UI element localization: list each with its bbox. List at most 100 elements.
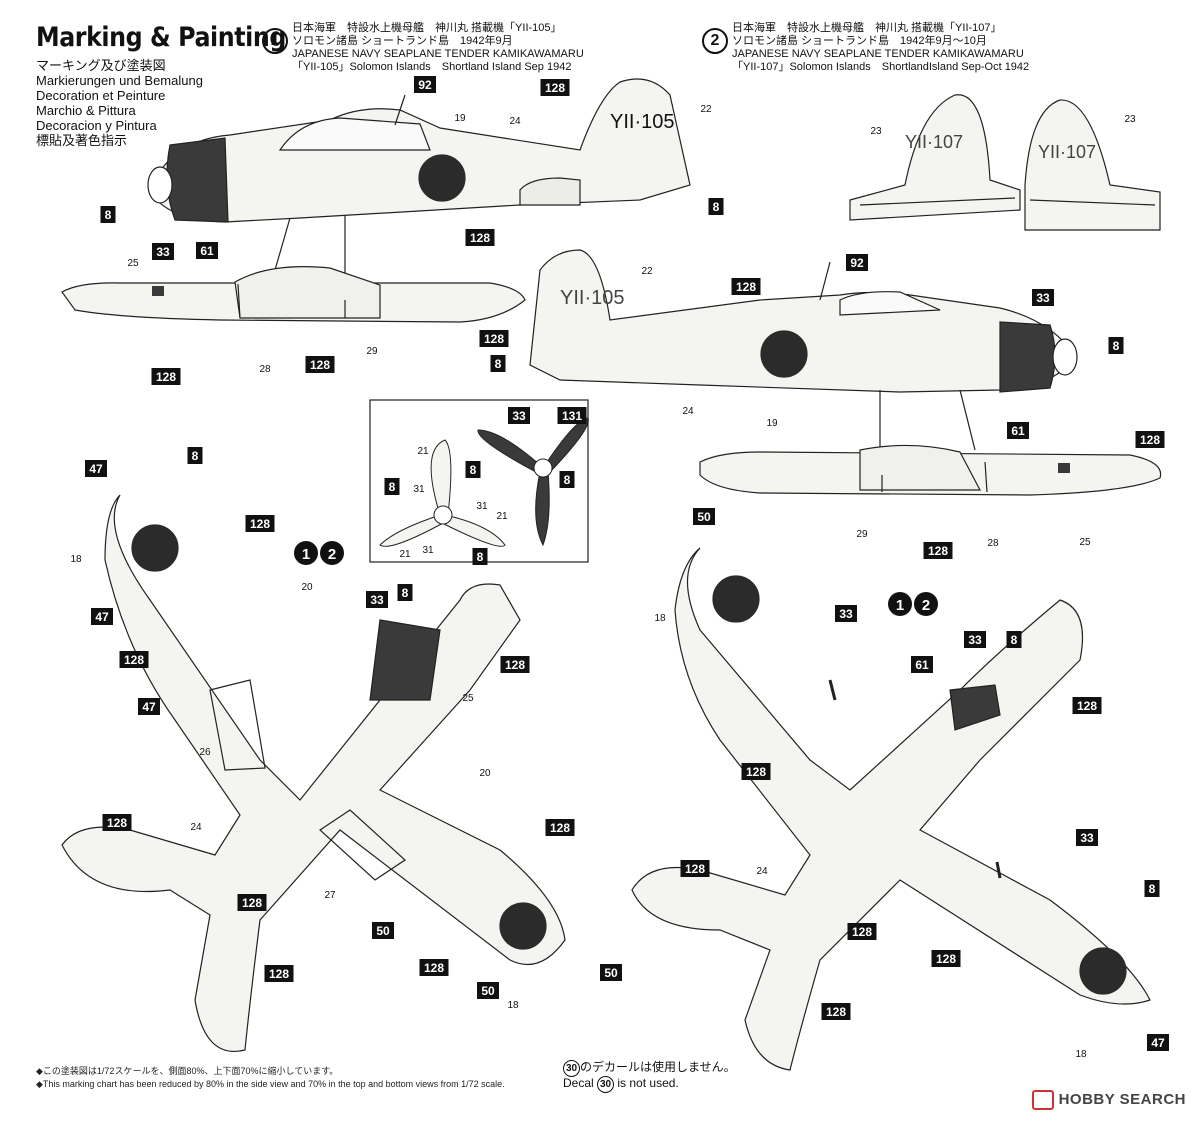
paint-code-box [472,548,488,565]
paint-code-callout-47: 47 [85,460,107,477]
decal-number-label: 28 [259,364,271,375]
paint-code-label: 47 [142,700,156,714]
paint-code-box [835,605,857,622]
hinomaru-side-1 [418,154,466,202]
scheme-1-caption: 日本海軍 特設水上機母艦 神川丸 搭載機「YII-105」 ソロモン諸島 ショー… [292,22,584,74]
decal-number-label: 24 [682,406,694,417]
paint-code-label: 128 [1077,699,1097,713]
decal-number-label: 25 [1079,537,1091,548]
paint-code-callout-33: 33 [366,591,388,608]
decal-number-label: 21 [399,549,411,560]
paint-code-callout-47: 47 [91,608,113,625]
paint-code-label: 128 [746,765,766,779]
paint-code-box [1032,289,1054,306]
decal-number-label: 25 [127,258,139,269]
paint-code-box [1135,431,1165,448]
decal-callout-18: 18 [1075,1049,1087,1060]
paint-code-callout-128: 128 [264,965,294,982]
paint-code-callout-8: 8 [559,471,575,488]
side-view-1: YII·105 [61,78,691,323]
paint-code-box [187,447,203,464]
paint-code-label: 8 [192,449,199,463]
paint-code-callout-8: 8 [1144,880,1160,897]
decal-callout-29: 29 [366,346,378,357]
paint-code-label: 128 [107,816,127,830]
paint-code-callout-8: 8 [465,461,481,478]
paint-code-callout-8: 8 [397,584,413,601]
paint-code-label: 128 [550,821,570,835]
paint-code-box [490,355,506,372]
paint-code-label: 128 [484,332,504,346]
scheme-1-badge: 1 [262,28,288,54]
decal-callout-31: 31 [476,501,488,512]
decal-number-label: 24 [509,116,521,127]
paint-code-label: 128 [470,231,490,245]
scheme-2-line-2: ソロモン諸島 ショートランド島 1942年9月～10月 [732,35,987,47]
paint-code-box [1147,1034,1169,1051]
decal-number-label: 19 [766,418,778,429]
paint-code-box [91,608,113,625]
view-badges-bottom: 1 2 [888,592,938,616]
paint-code-callout-33: 33 [508,407,530,424]
decal-number-label: 21 [417,446,429,457]
paint-code-box [465,461,481,478]
paint-code-box [196,242,218,259]
paint-code-box [372,922,394,939]
paint-code-label: 33 [370,593,384,607]
decal-30-mark-en: 30 [597,1076,615,1093]
paint-code-box [245,515,275,532]
paint-code-label: 128 [505,658,525,672]
paint-code-box [366,591,388,608]
paint-code-label: 8 [477,550,484,564]
paint-code-label: 33 [1036,291,1050,305]
paint-code-callout-47: 47 [1147,1034,1169,1051]
paint-code-label: 50 [697,510,711,524]
paint-code-box [545,819,575,836]
paint-code-box [559,471,575,488]
scheme-2-line-1: 日本海軍 特設水上機母艦 神川丸 搭載機「YII-107」 [732,22,1002,34]
paint-code-callout-128: 128 [237,894,267,911]
paint-code-callout-131: 131 [557,407,587,424]
paint-code-label: 128 [826,1005,846,1019]
decal-number-label: 23 [1124,114,1136,125]
hinomaru-top-left-wing [131,524,179,572]
lang-line-jp: マーキング及び塗装図 [36,58,166,73]
scheme-1-line-1: 日本海軍 特設水上機母艦 神川丸 搭載機「YII-105」 [292,22,562,34]
paint-code-callout-128: 128 [102,814,132,831]
paint-code-callout-128: 128 [680,860,710,877]
paint-code-box [708,198,724,215]
decal-30-mark: 30 [563,1060,580,1077]
decal-callout-18: 18 [70,554,82,565]
paint-code-box [1007,422,1029,439]
decal-notice-suffix: is not used. [617,1076,679,1090]
decal-callout-27: 27 [324,890,336,901]
paint-code-callout-8: 8 [1108,337,1124,354]
paint-code-box [911,656,933,673]
paint-code-label: 8 [1149,882,1156,896]
paint-code-box [923,542,953,559]
paint-code-label: 61 [200,244,214,258]
paint-code-label: 128 [928,544,948,558]
paint-code-box [119,651,149,668]
paint-code-callout-8: 8 [384,478,400,495]
paint-code-label: 8 [1113,339,1120,353]
propeller-inset [369,399,589,563]
paint-code-box [931,950,961,967]
decal-callout-20: 20 [301,582,313,593]
decal-number-label: 27 [324,890,336,901]
decal-callout-22: 22 [700,104,712,115]
decal-number-label: 26 [199,747,211,758]
paint-code-callout-92: 92 [414,76,436,93]
lang-line-it: Marchio & Pittura [36,103,136,118]
paint-code-box [151,368,181,385]
tail-closeup-2b: YII·107 [1024,99,1161,231]
paint-code-callout-61: 61 [911,656,933,673]
paint-code-label: 8 [713,200,720,214]
paint-code-box [305,356,335,373]
paint-code-box [821,1003,851,1020]
hobby-search-watermark: HOBBY SEARCH [1031,1090,1186,1110]
paint-code-callout-8: 8 [100,206,116,223]
lang-line-cn: 標貼及著色指示 [36,133,128,148]
paint-code-callout-128: 128 [151,368,181,385]
decal-callout-19: 19 [766,418,778,429]
